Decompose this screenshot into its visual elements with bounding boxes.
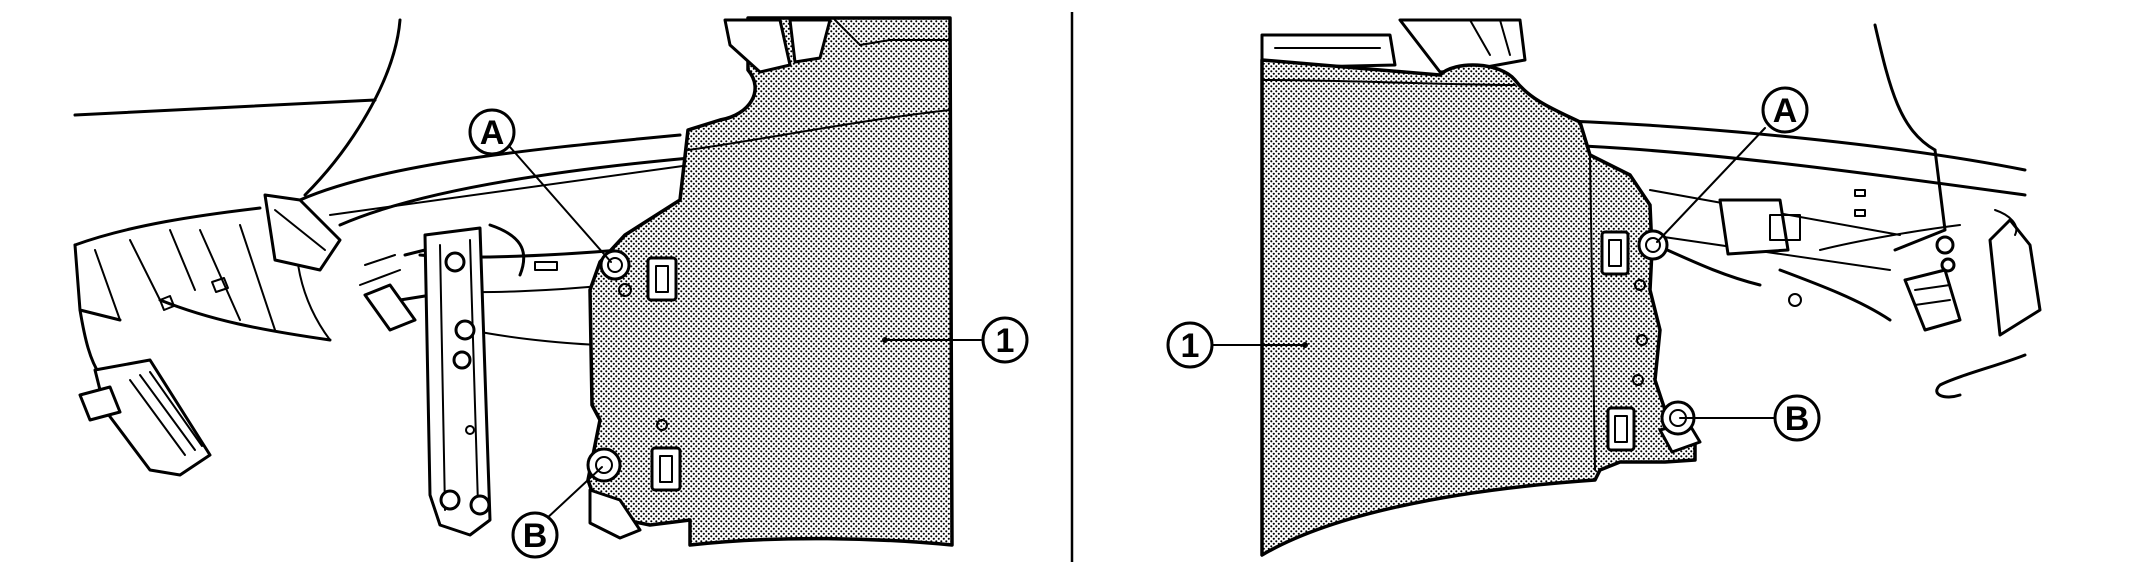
left-upper-duct [723, 18, 951, 74]
right-view: A B 1 [1166, 18, 2042, 557]
left-view: A B 1 [73, 16, 1029, 559]
right-upper-duct [1260, 18, 1527, 74]
left-pedal-bracket [398, 223, 526, 537]
right-callout-a: A [1761, 86, 1809, 134]
left-callout-a: A [468, 108, 516, 156]
left-callout-1: 1 [981, 316, 1029, 364]
left-callout-1-label: 1 [996, 322, 1015, 360]
right-callout-a-label: A [1773, 92, 1798, 130]
right-leader-1-dot [1302, 342, 1308, 348]
left-callout-b: B [511, 511, 559, 559]
left-dashboard-outline [73, 18, 692, 346]
left-leader-1-dot [882, 337, 888, 343]
right-callout-1: 1 [1166, 321, 1214, 369]
left-panel-fittings [588, 256, 682, 540]
right-callout-b-label: B [1785, 400, 1810, 438]
left-clip-a [599, 249, 631, 281]
right-leader-a [1656, 127, 1766, 243]
left-leader-a [509, 146, 612, 263]
right-callout-b: B [1773, 394, 1821, 442]
left-accelerator-pedal [78, 308, 212, 477]
right-panel-upper-curve [1261, 79, 1516, 86]
left-leader-b [544, 466, 603, 521]
left-panel-fold-line [687, 109, 951, 151]
right-instrument-lower-panel [1260, 58, 1697, 557]
left-callout-b-label: B [523, 517, 548, 555]
right-panel-fold-line [1589, 154, 1596, 471]
right-callout-1-label: 1 [1181, 327, 1200, 365]
right-dashboard-outline [1538, 23, 2042, 399]
left-brake-linkage [263, 193, 417, 332]
left-instrument-lower-panel [586, 16, 954, 547]
left-callout-a-label: A [480, 114, 505, 152]
